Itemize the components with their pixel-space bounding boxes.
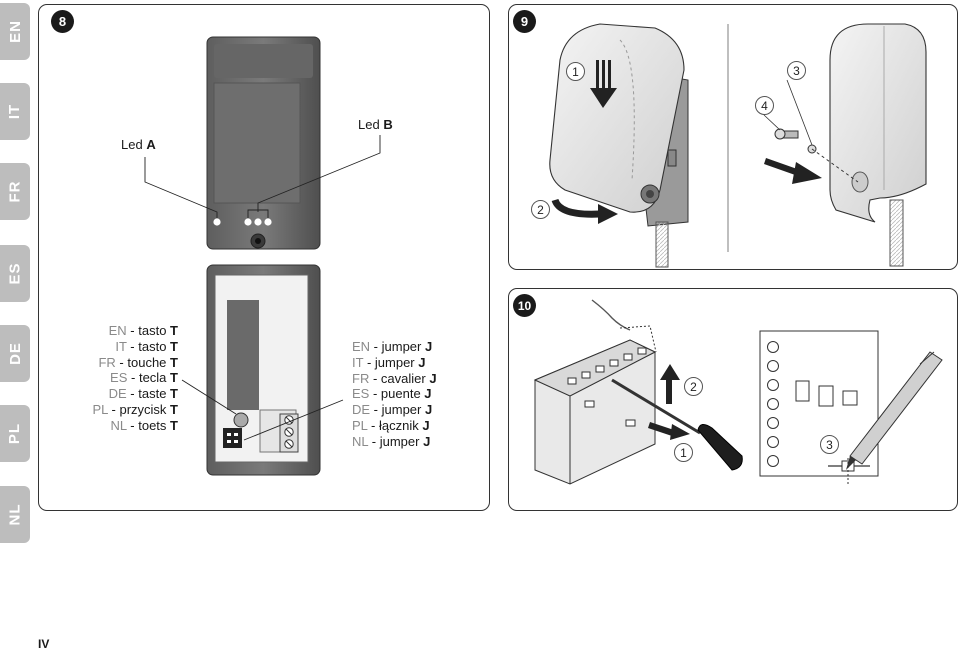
jumper-setting-drawing <box>533 299 943 485</box>
led-a-dot <box>213 218 221 226</box>
jumper-term-it: IT - jumper J <box>352 354 426 370</box>
lang-tab-de[interactable]: DE <box>0 325 30 382</box>
led-b-label: Led B <box>358 117 393 132</box>
fig9-step-1: 1 <box>566 62 585 81</box>
key-term-it: IT - tasto T <box>115 338 178 354</box>
key-term-fr: FR - touche T <box>98 354 178 370</box>
lang-tab-nl[interactable]: NL <box>0 486 30 543</box>
key-term-de: DE - taste T <box>108 386 178 402</box>
led-b-dot-2 <box>254 218 262 226</box>
jumper-term-nl: NL - jumper J <box>352 433 431 449</box>
figure-9-badge: 9 <box>513 10 536 33</box>
fig10-step-3: 3 <box>820 435 839 454</box>
led-b-dot-3 <box>264 218 272 226</box>
lang-tab-en[interactable]: EN <box>0 3 30 60</box>
fig9-step-3: 3 <box>787 61 806 80</box>
lang-tab-es[interactable]: ES <box>0 245 30 302</box>
figure-8-badge: 8 <box>51 10 74 33</box>
key-term-pl: PL - przycisk T <box>92 401 178 417</box>
figure-10-badge: 10 <box>513 294 536 317</box>
button-t <box>233 412 249 428</box>
key-term-nl: NL - toets T <box>110 417 178 433</box>
jumper-term-list: EN - jumper J IT - jumper J FR - cavalie… <box>352 339 437 450</box>
key-term-list: EN - tasto T IT - tasto T FR - touche T … <box>92 323 178 434</box>
lang-tab-fr[interactable]: FR <box>0 163 30 220</box>
key-term-es: ES - tecla T <box>110 370 178 386</box>
jumper-term-de: DE - jumper J <box>352 402 433 418</box>
jumper-term-en: EN - jumper J <box>352 339 433 354</box>
fig9-step-4: 4 <box>755 96 774 115</box>
cover-assembly-drawing <box>549 23 927 268</box>
fig10-step-1: 1 <box>674 443 693 462</box>
receiver-open-drawing <box>181 264 344 476</box>
page-number: IV <box>38 637 50 651</box>
lang-tab-pl[interactable]: PL <box>0 405 30 462</box>
jumper-term-es: ES - puente J <box>352 386 432 402</box>
key-term-en: EN - tasto T <box>108 323 178 338</box>
lang-tab-it[interactable]: IT <box>0 83 30 140</box>
led-a-label: Led A <box>121 137 156 152</box>
jumper-term-pl: PL - łącznik J <box>352 417 430 433</box>
fig10-step-2: 2 <box>684 377 703 396</box>
led-b-dot-1 <box>244 218 252 226</box>
receiver-closed-drawing <box>144 36 381 250</box>
jumper-term-fr: FR - cavalier J <box>352 370 437 386</box>
fig9-step-2: 2 <box>531 200 550 219</box>
